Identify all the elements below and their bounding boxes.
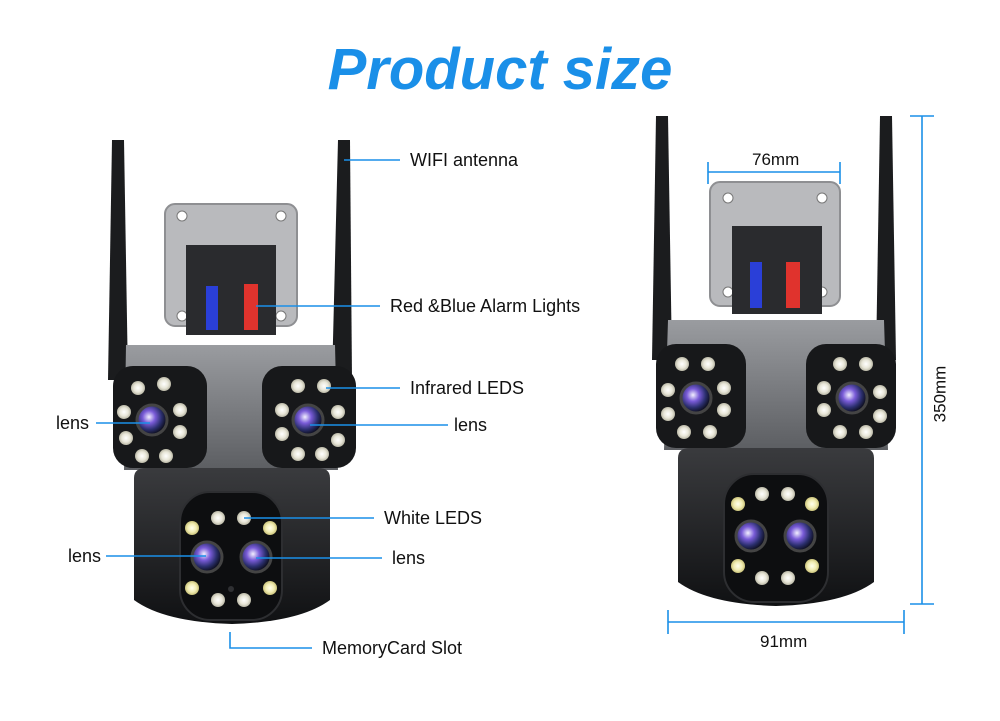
sensor: [228, 586, 234, 592]
infrared-led-group-right: [817, 357, 887, 439]
label-alarm-lights: Red &Blue Alarm Lights: [390, 296, 581, 316]
white-led-group: [731, 487, 819, 585]
dimension-top-width: 76mm: [752, 150, 800, 169]
camera-left: [108, 140, 356, 624]
neck: [186, 245, 276, 335]
camera-right: [652, 116, 896, 606]
label-lens-right-lower: lens: [392, 548, 426, 568]
neck: [732, 226, 822, 314]
label-memory-card-slot: MemoryCard Slot: [322, 638, 463, 658]
lens-right-lower: [239, 540, 273, 574]
dimension-lines: [667, 115, 934, 634]
lens-right-lower: [783, 519, 817, 553]
label-wifi-antenna: WIFI antenna: [410, 150, 519, 170]
label-lens-right-upper: lens: [454, 415, 488, 435]
blue-alarm-light: [750, 262, 762, 308]
lens-right-upper: [291, 403, 325, 437]
antenna-left: [652, 116, 672, 360]
screw-hole: [275, 210, 287, 222]
screw-hole: [275, 310, 287, 322]
label-lens-left-upper: lens: [56, 413, 90, 433]
label-white-leds: White LEDS: [384, 508, 483, 528]
front-face: [723, 473, 829, 603]
antenna-right: [332, 140, 352, 380]
antenna-right: [876, 116, 896, 360]
screw-hole: [722, 192, 734, 204]
white-led-group-left: [185, 511, 277, 607]
infrared-led-group-left: [117, 377, 187, 463]
antenna-left: [108, 140, 128, 380]
dimension-height: 350mm: [930, 365, 950, 423]
label-infrared-leds: Infrared LEDS: [410, 378, 525, 398]
screw-hole: [176, 210, 188, 222]
infrared-led-group-right: [275, 379, 345, 461]
screw-hole: [722, 286, 734, 298]
lens-left-lower: [734, 519, 768, 553]
red-alarm-light: [786, 262, 800, 308]
red-alarm-light: [244, 284, 258, 330]
screw-hole: [816, 192, 828, 204]
blue-alarm-light: [206, 286, 218, 330]
lens-right-upper: [835, 381, 869, 415]
screw-hole: [176, 310, 188, 322]
lens-left-lower: [190, 540, 224, 574]
callout-lines: [96, 159, 448, 649]
page-title: Product size: [327, 37, 673, 102]
infrared-led-group-left: [661, 357, 731, 439]
lens-left-upper: [679, 381, 713, 415]
lens-left-upper: [135, 403, 169, 437]
dimension-bottom-width: 91mm: [760, 632, 808, 651]
label-lens-left-lower: lens: [68, 546, 102, 566]
